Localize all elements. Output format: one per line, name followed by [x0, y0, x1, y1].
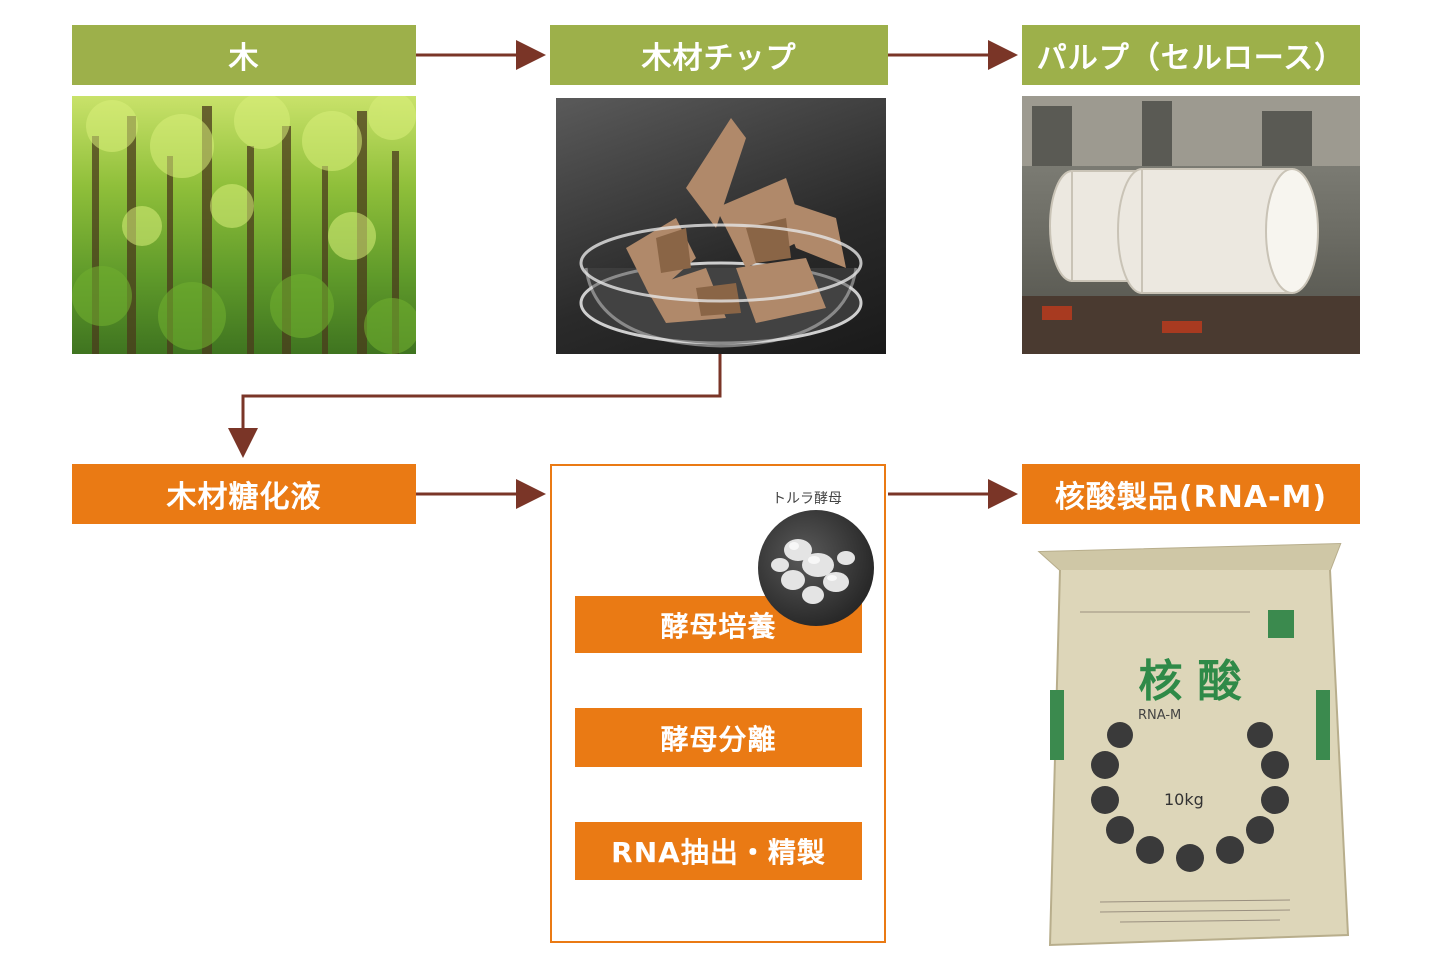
- arrow-chip-to-saccharified: [228, 354, 722, 458]
- torula-yeast-photo: [758, 510, 874, 626]
- yeast-photo-label: トルラ酵母: [772, 491, 842, 507]
- step-yeast-separation: 酵母分離: [575, 708, 862, 767]
- bag-title: 核 酸: [1138, 656, 1242, 707]
- bag-weight: 10kg: [1164, 790, 1204, 809]
- pulp-photo: [1022, 96, 1360, 354]
- rna-m-bag: 核 酸 RNA-M 10kg: [1030, 540, 1350, 950]
- node-wood-chip: 木材チップ: [550, 25, 888, 85]
- bag-product-name: RNA-M: [1138, 708, 1182, 723]
- node-nucleic-acid-product: 核酸製品(RNA-M): [1022, 464, 1360, 524]
- step-rna-extraction: RNA抽出・精製: [575, 822, 862, 880]
- forest-photo: [72, 96, 416, 354]
- node-saccharified-liquid: 木材糖化液: [72, 464, 416, 524]
- node-pulp: パルプ（セルロース）: [1022, 25, 1360, 85]
- node-wood: 木: [72, 25, 416, 85]
- wood-chip-photo: [556, 98, 886, 354]
